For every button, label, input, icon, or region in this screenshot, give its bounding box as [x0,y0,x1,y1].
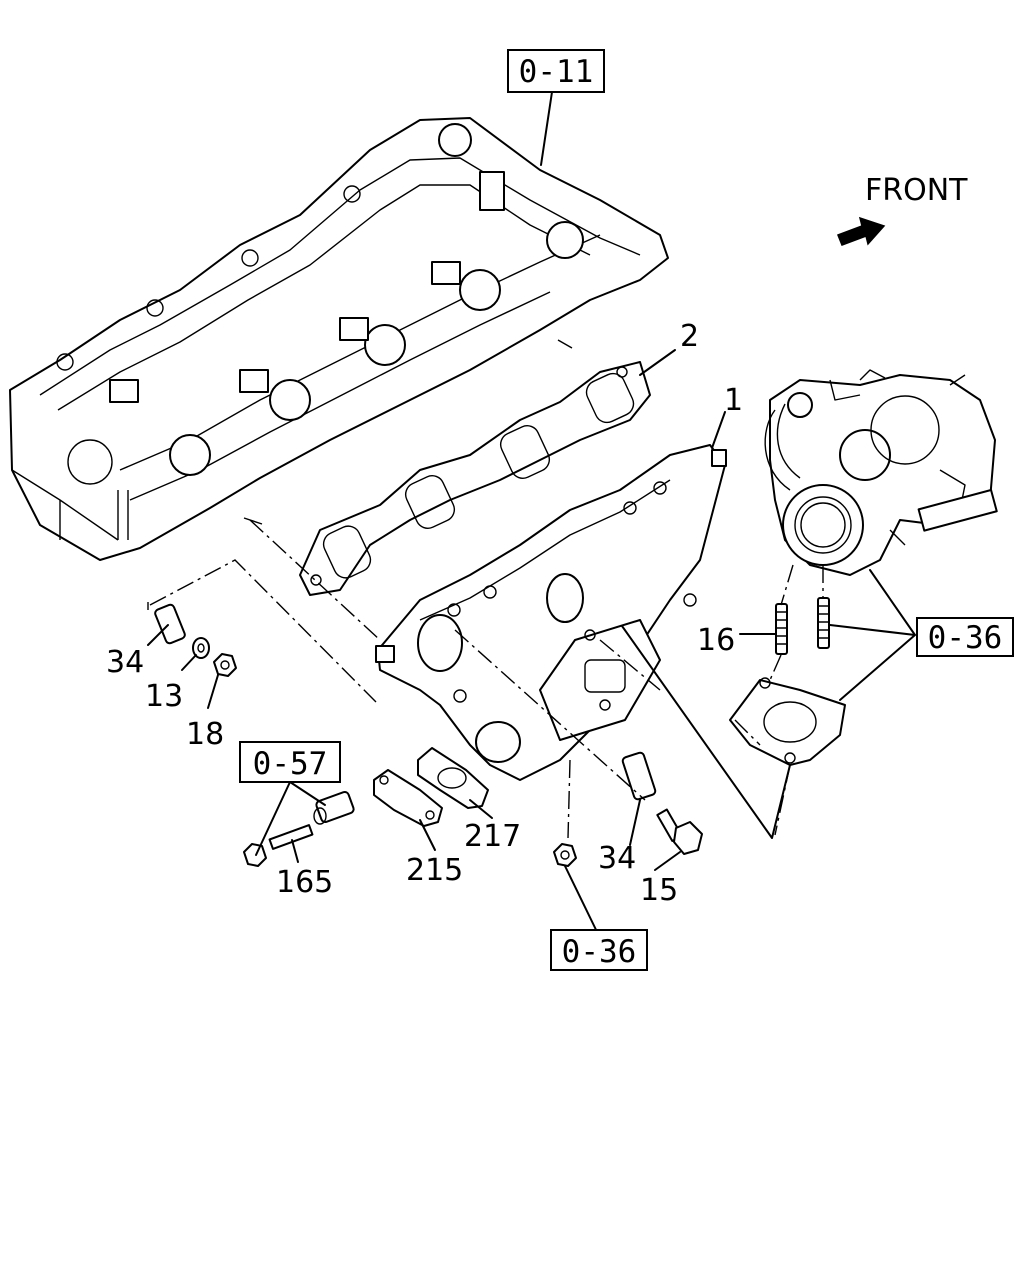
callout-13: 13 [145,679,183,714]
callout-34-right: 34 [598,841,636,876]
front-arrow-icon [837,216,886,246]
ref-box-0-57[interactable]: 0-57 [239,741,341,783]
stud-16 [775,597,830,655]
ref-box-0-11[interactable]: 0-11 [507,49,605,93]
ref-box-0-36-right[interactable]: 0-36 [916,617,1014,657]
exhaust-manifold-gasket [299,361,651,596]
svg-text:0-36: 0-36 [562,934,637,970]
sleeve-34-right [621,751,657,801]
svg-text:0-11: 0-11 [519,54,594,90]
callout-34-left: 34 [106,645,144,680]
ref-box-0-36-bottom[interactable]: 0-36 [550,929,648,971]
gasket-217 [417,747,489,809]
stud-165 [243,790,355,867]
nut-bottom [553,843,577,867]
cylinder-head [9,117,669,561]
callout-18: 18 [186,717,224,752]
sleeve-34-left [154,603,186,645]
svg-text:0-57: 0-57 [253,746,328,782]
callout-217: 217 [464,819,521,854]
callout-165: 165 [276,865,333,900]
callout-2: 2 [680,319,699,354]
blank-plate-215 [373,769,443,827]
exhaust-manifold [375,444,727,781]
callout-16: 16 [697,623,735,658]
callout-15: 15 [640,873,678,908]
leader-lines [147,91,916,939]
nut-18 [213,653,237,677]
front-label: FRONT [865,173,968,208]
svg-text:0-36: 0-36 [928,620,1003,656]
bolt-15 [656,808,703,855]
washer-13 [192,637,210,659]
callout-1: 1 [724,383,743,418]
callout-215: 215 [406,853,463,888]
turbo-gasket [729,677,846,766]
turbocharger [764,369,998,576]
